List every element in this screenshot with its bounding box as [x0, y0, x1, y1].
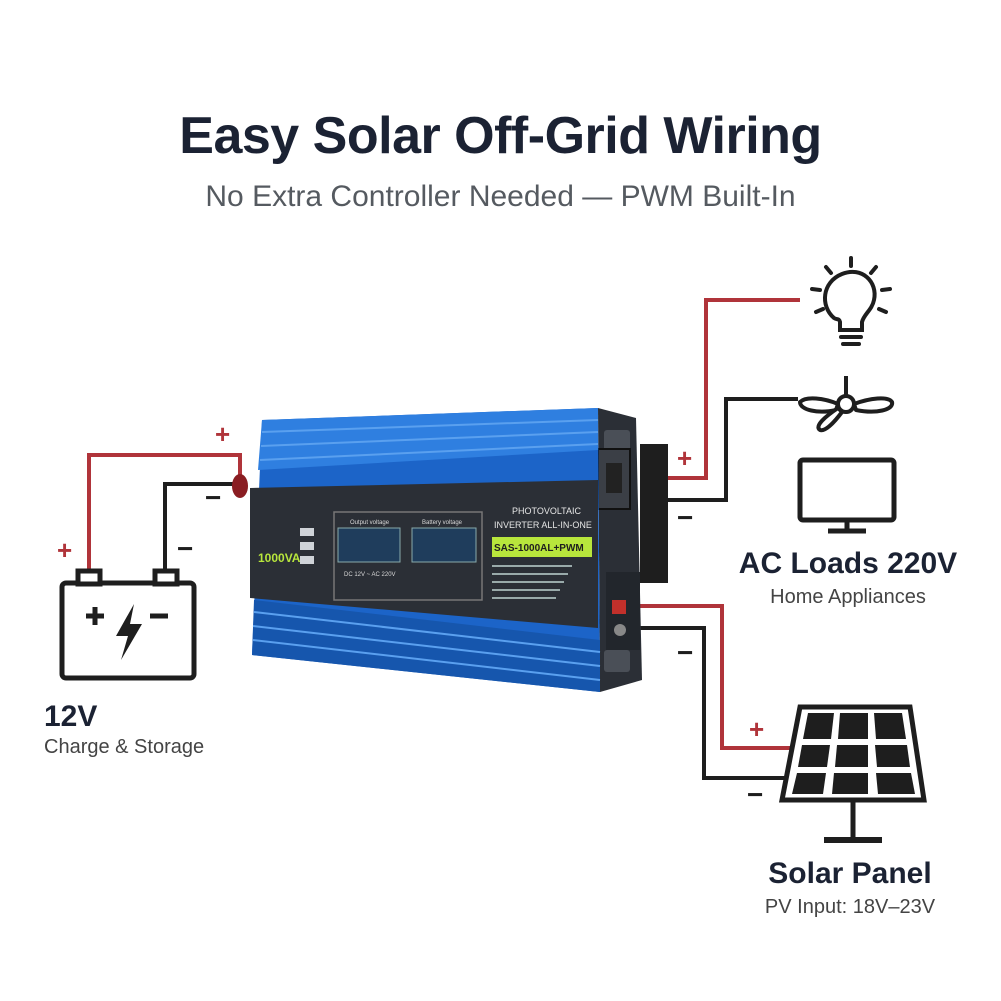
ac-minus-sign: −	[677, 502, 693, 533]
battery-wire-plus-sign: +	[215, 419, 230, 449]
solar-plus-sign: +	[749, 714, 764, 744]
solar-title: Solar Panel	[768, 857, 932, 890]
inverter-output-label: Output voltage	[350, 520, 390, 526]
ac-loads-subtitle: Home Appliances	[770, 586, 926, 608]
inverter-unit: 1000VA PHOTOVOLTAIC INVERTER ALL-IN-ONE …	[232, 408, 668, 692]
solar-positive-wire	[615, 604, 792, 750]
ac-loads-title: AC Loads 220V	[738, 547, 958, 580]
ceiling-fan-icon	[798, 376, 895, 433]
ac-negative-wire	[640, 397, 798, 502]
solar-negative-wire	[615, 626, 790, 780]
ac-plus-sign: +	[677, 443, 692, 473]
ac-positive-wire	[640, 298, 800, 480]
battery-plus-sign: +	[57, 535, 72, 565]
battery-minus-sign: −	[177, 533, 193, 564]
inverter-rating-label: 1000VA	[258, 551, 301, 565]
inverter-battery-label: Battery voltage	[422, 520, 463, 526]
page-subtitle: No Extra Controller Needed — PWM Built-I…	[205, 180, 796, 213]
battery-subtitle: Charge & Storage	[44, 736, 205, 758]
inverter-dc-range-label: DC 12V ~ AC 220V	[344, 572, 396, 578]
page-title: Easy Solar Off-Grid Wiring	[179, 107, 822, 165]
monitor-icon	[797, 457, 897, 534]
light-bulb-icon	[810, 256, 892, 346]
solar-subtitle: PV Input: 18V–23V	[764, 896, 936, 918]
solar-minus-sign: −	[747, 779, 763, 810]
inverter-brand-label: PHOTOVOLTAIC	[512, 506, 582, 516]
inverter-model-label: SAS-1000AL+PWM	[494, 543, 584, 554]
battery-positive-wire	[87, 453, 242, 572]
battery-negative-wire	[163, 482, 245, 572]
solar-panel-icon	[778, 704, 927, 843]
battery-title: 12V	[44, 700, 98, 733]
inverter-name-label: INVERTER ALL-IN-ONE	[494, 520, 592, 530]
battery-wire-minus-sign: −	[205, 482, 221, 513]
battery-icon	[59, 568, 197, 681]
solar-wire-minus-sign: −	[677, 637, 693, 668]
